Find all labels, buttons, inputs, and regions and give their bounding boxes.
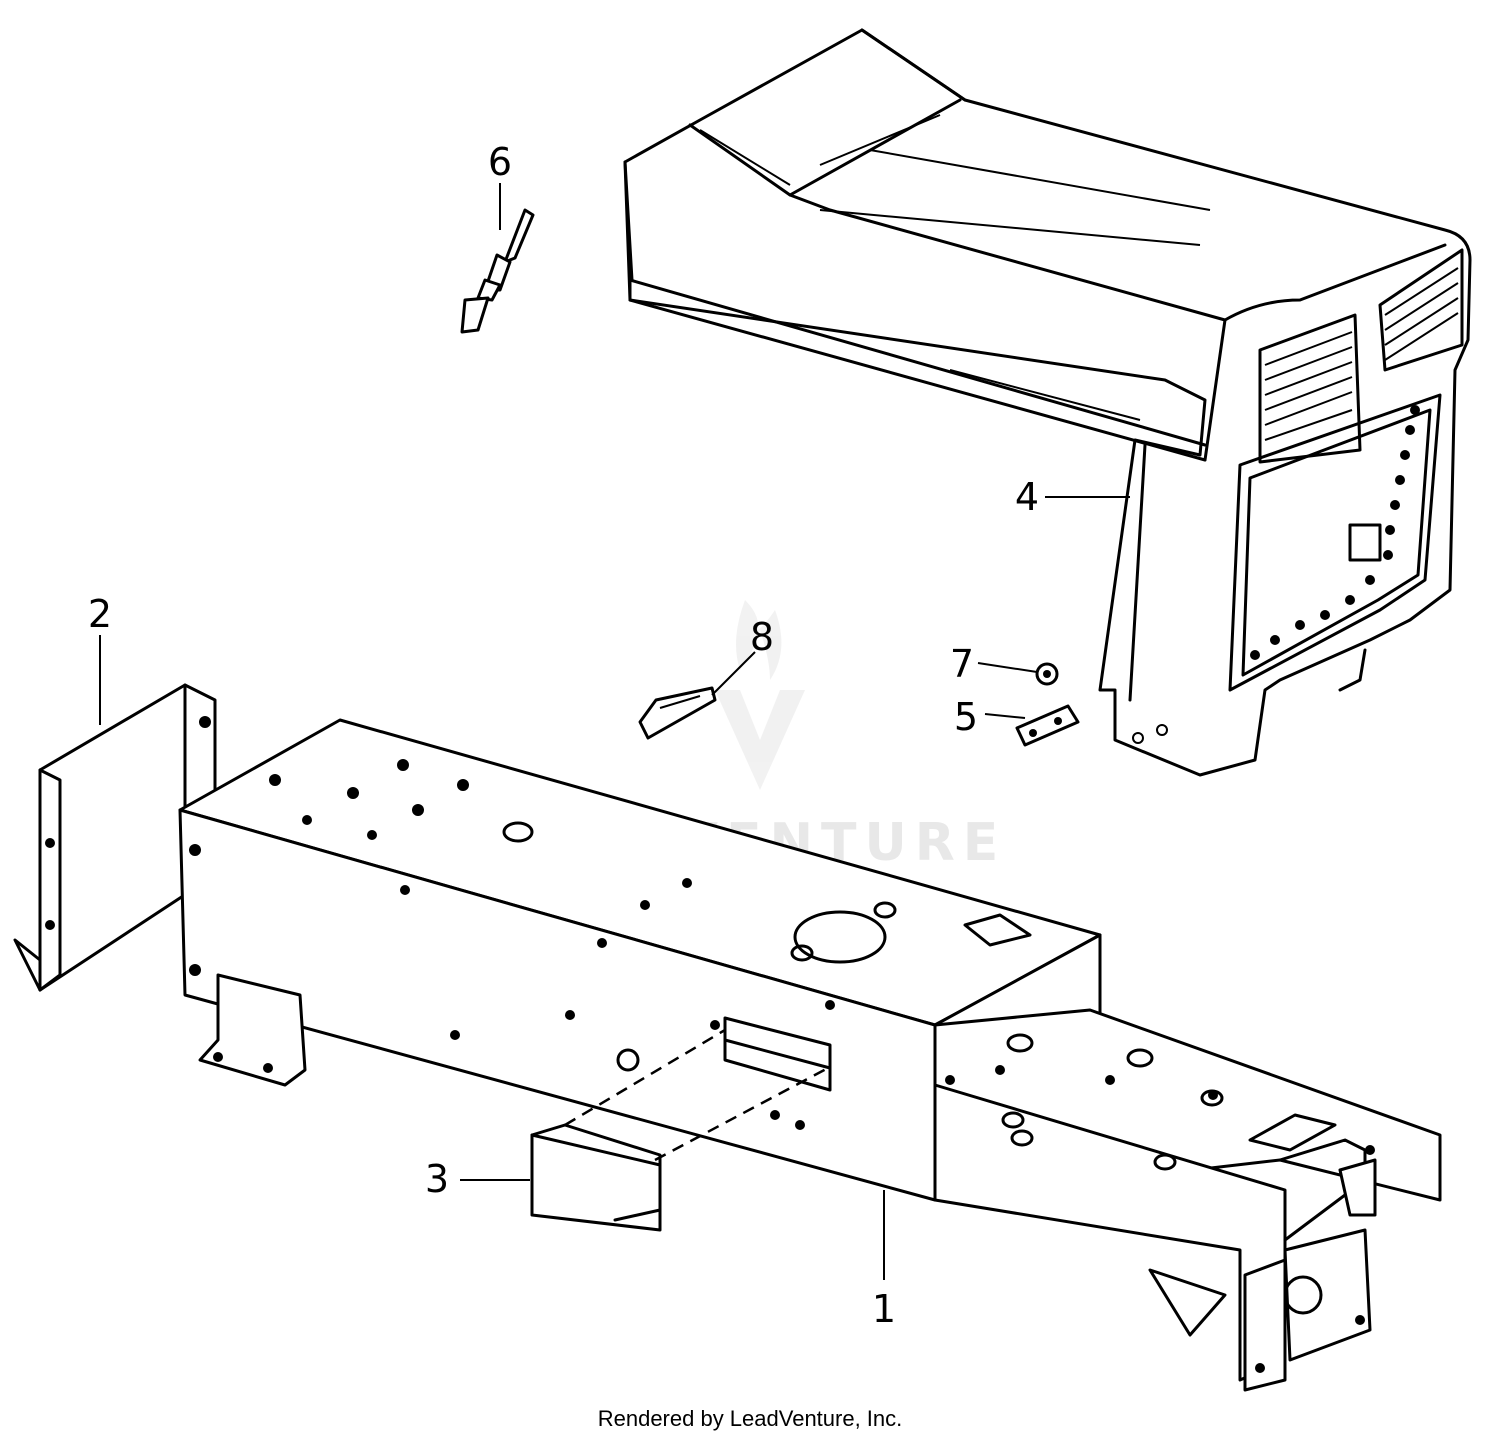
part-7-grommet	[1035, 662, 1059, 686]
footer-credit: Rendered by LeadVenture, Inc.	[597, 1406, 903, 1431]
part-5-plate	[1015, 704, 1080, 747]
part-4-hood	[623, 28, 1472, 777]
part-6-clip	[460, 208, 535, 334]
callout-4: 4	[1015, 475, 1039, 519]
callout-3: 3	[425, 1157, 449, 1201]
leader-lines	[99, 183, 1130, 1280]
leader-8	[711, 651, 756, 696]
part-1-frame	[178, 718, 1442, 1392]
callout-5: 5	[954, 695, 978, 739]
leader-7	[977, 662, 1038, 673]
watermark-logo	[715, 600, 805, 790]
callout-7: 7	[950, 642, 974, 686]
part-8-latch	[638, 686, 717, 740]
part-3-channel	[530, 1028, 829, 1232]
callout-1: 1	[872, 1287, 896, 1331]
callout-8: 8	[750, 615, 774, 659]
leader-5	[984, 713, 1026, 719]
callout-2: 2	[88, 592, 112, 636]
callout-6: 6	[488, 140, 512, 184]
